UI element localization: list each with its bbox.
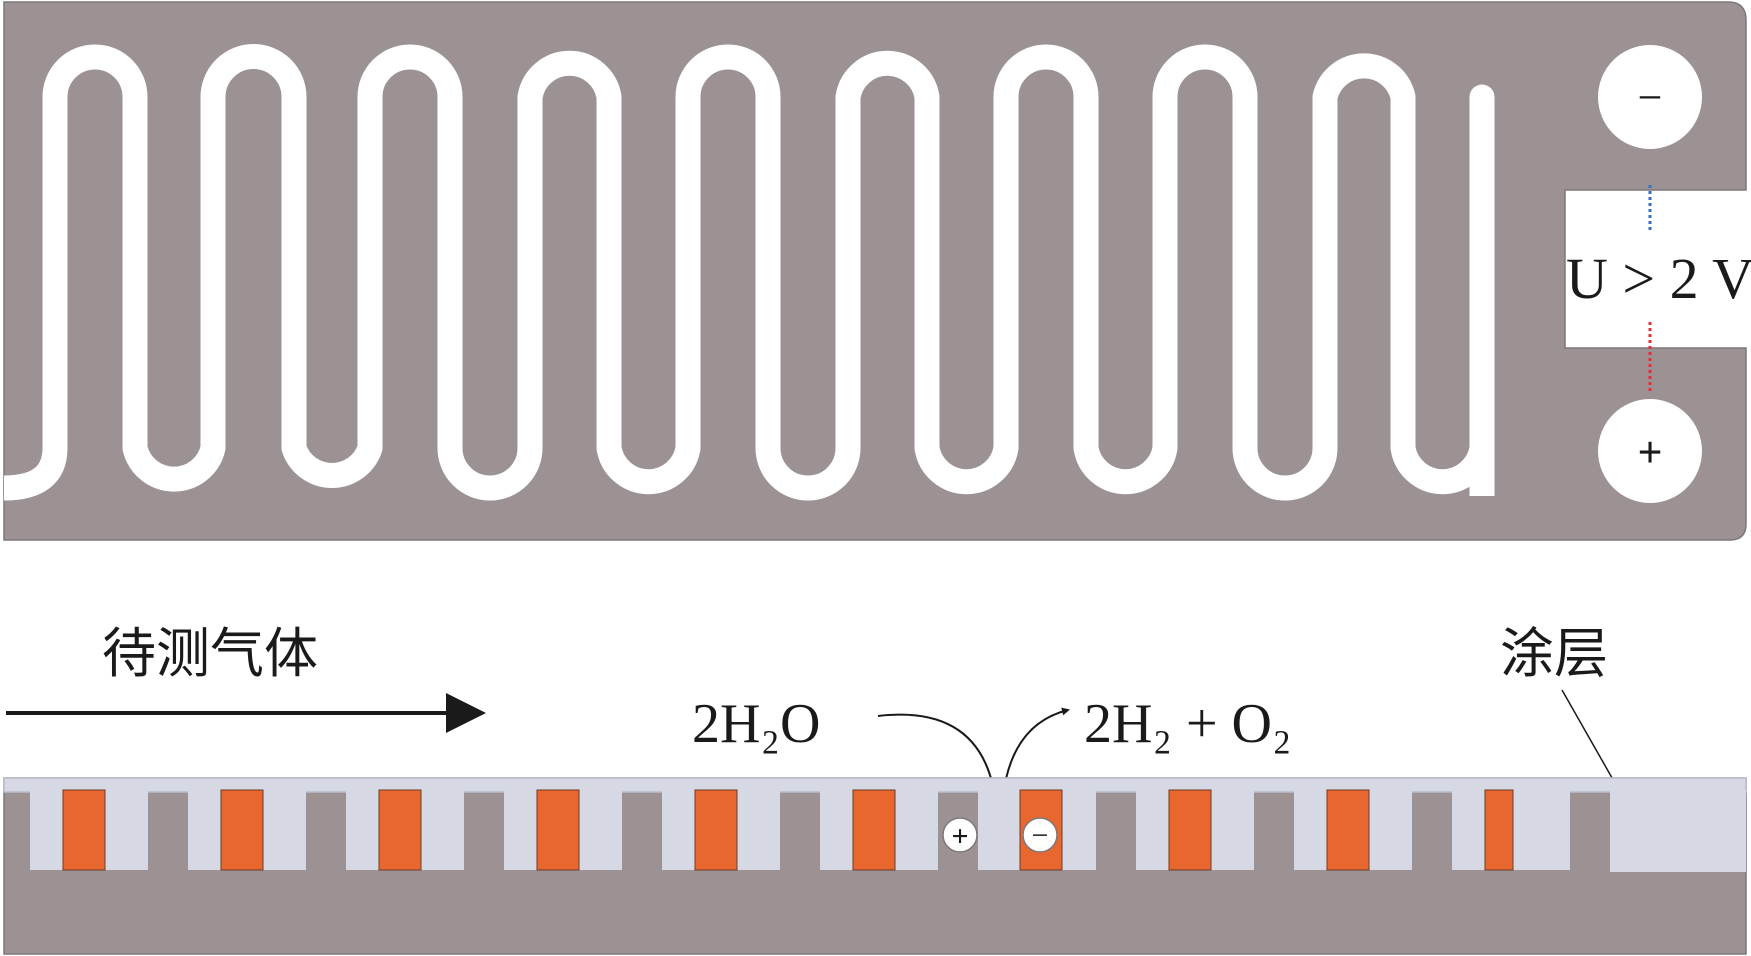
positive-marker-sign: + — [951, 820, 968, 853]
product-formula: 2H₂ + O₂ — [1084, 693, 1292, 755]
electrode — [378, 789, 422, 871]
coating-groove — [1610, 790, 1746, 872]
serpentine-channel — [3, 44, 1495, 501]
positive-marker-circle — [942, 817, 978, 853]
negative-terminal-pad — [1598, 45, 1702, 149]
negative-terminal: − — [1598, 45, 1702, 149]
negative-terminal-sign: − — [1638, 73, 1663, 122]
electrode — [1326, 789, 1370, 871]
positive-electrode-marker: + — [942, 817, 978, 853]
electrode — [220, 789, 264, 871]
electrode — [852, 789, 896, 871]
positive-terminal-pad — [1598, 399, 1702, 503]
electrode — [62, 789, 106, 871]
negative-marker-circle — [1022, 817, 1058, 853]
top-view: − + U > 2 V — [3, 1, 1751, 541]
positive-terminal: + — [1598, 399, 1702, 503]
gas-label: 待测气体 — [102, 622, 318, 685]
positive-terminal-sign: + — [1637, 428, 1662, 477]
electrode — [1168, 789, 1212, 871]
negative-electrode-marker: − — [1022, 817, 1058, 853]
electrode — [694, 789, 738, 871]
electrode-row — [62, 789, 1514, 871]
electrode — [1484, 789, 1514, 871]
electrode — [536, 789, 580, 871]
negative-marker-sign: − — [1032, 819, 1049, 852]
cross-section: 待测气体 涂层 2H₂O 2H₂ + O₂ + − — [3, 622, 1747, 955]
reactant-curve-arrow — [877, 713, 998, 798]
voltage-label: U > 2 V — [1566, 246, 1751, 311]
coating-label: 涂层 — [1500, 622, 1608, 685]
reactant-formula: 2H₂O — [692, 693, 820, 755]
